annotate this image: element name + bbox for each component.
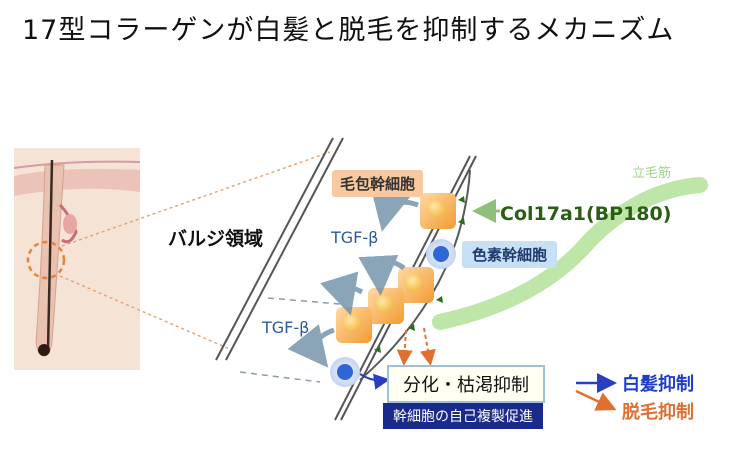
differentiation-box: 分化・枯渇抑制 xyxy=(387,365,545,403)
bulge-region-label: バルジ領域 xyxy=(168,228,264,250)
tgf-beta-arrows xyxy=(287,188,419,368)
col17-anchors xyxy=(374,196,465,353)
hair-follicle-photo xyxy=(13,148,331,370)
col17a1-label: Col17a1(BP180) xyxy=(500,203,672,225)
mc-to-diff-arrow xyxy=(359,373,390,390)
stem-cell xyxy=(368,288,404,324)
melanocyte-stem-cell xyxy=(426,239,456,269)
arrector-pili-muscle xyxy=(432,177,708,330)
stem-cell xyxy=(420,193,456,229)
hair-loss-arrow xyxy=(575,389,617,411)
page-title: 17型コラーゲンが白髪と脱毛を抑制するメカニズム xyxy=(22,15,675,46)
melanocyte-stem-cell-label: 色素幹細胞 xyxy=(462,241,558,268)
stem-cell xyxy=(398,267,434,303)
tgf-beta-label: TGF-β xyxy=(262,318,310,337)
hair-loss-suppression-label: 脱毛抑制 xyxy=(622,402,694,423)
melanocyte-stem-cell xyxy=(330,357,360,387)
inhibition-arrows xyxy=(396,327,436,366)
hair-follicle-stem-cell-label: 毛包幹細胞 xyxy=(332,170,424,197)
self-renewal-box: 幹細胞の自己複製促進 xyxy=(383,403,543,429)
stem-cell xyxy=(336,307,372,343)
arrector-pili-label: 立毛筋 xyxy=(632,166,672,181)
basement-membrane xyxy=(359,169,471,381)
stem-cells xyxy=(336,193,456,343)
gray-hair-suppression-label: 白髪抑制 xyxy=(622,374,694,395)
tgf-beta-label: TGF-β xyxy=(331,228,379,247)
